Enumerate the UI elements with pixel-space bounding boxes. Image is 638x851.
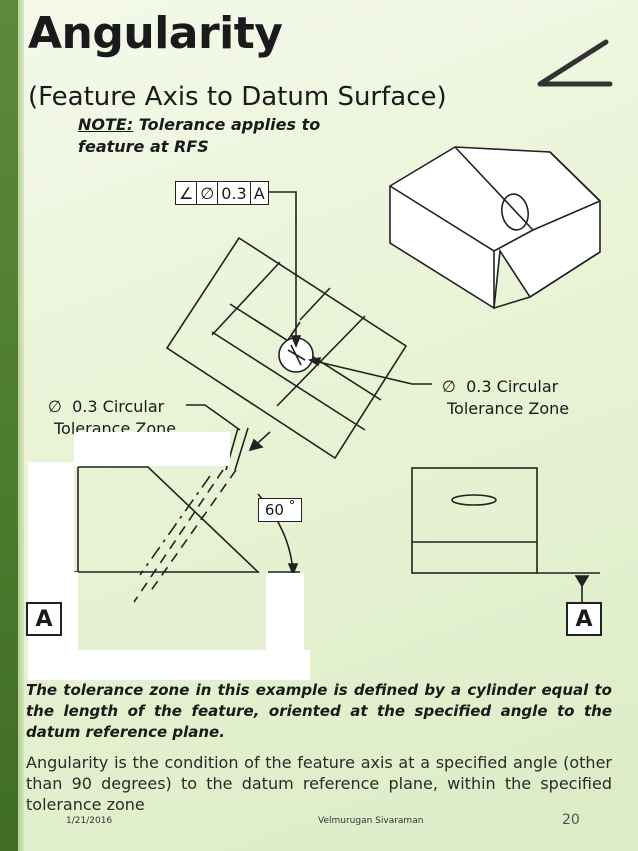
note-text: Tolerance applies to feature at RFS: [78, 115, 321, 156]
datum-label-left: A: [26, 602, 62, 636]
isometric-part: [389, 146, 601, 310]
front-view: [40, 427, 300, 603]
auxiliary-view: [165, 236, 408, 460]
white-mask: [266, 573, 304, 653]
white-mask: [74, 432, 230, 466]
caption: The tolerance zone in this example is de…: [26, 681, 612, 741]
left-zone-line1: 0.3 Circular: [72, 397, 165, 416]
angularity-symbol-icon: [537, 39, 613, 87]
diameter-icon: ∅: [197, 182, 219, 204]
slide-subtitle: (Feature Axis to Datum Surface): [28, 82, 447, 112]
angle-dimension: 60 °: [258, 498, 302, 522]
degree-unit: °: [288, 498, 296, 514]
note: NOTE: Tolerance applies to feature at RF…: [78, 114, 358, 158]
diameter-icon: ∅: [48, 397, 62, 416]
left-accent-bar: [0, 0, 18, 851]
page-number: 20: [562, 812, 580, 828]
right-zone-label: ∅ 0.3 Circular: [442, 377, 558, 396]
note-label: NOTE:: [78, 115, 134, 134]
datum-label-right: A: [566, 602, 602, 636]
feature-control-frame: ∠ ∅ 0.3 A: [175, 181, 269, 205]
white-mask: [28, 650, 310, 680]
footer-author: Velmurugan Sivaraman: [318, 816, 424, 826]
slide-title: Angularity: [28, 8, 283, 59]
left-accent-gradient: [18, 0, 24, 851]
body-text: Angularity is the condition of the featu…: [26, 753, 612, 814]
left-zone-label: ∅ 0.3 Circular: [48, 397, 164, 416]
footer-date: 1/21/2016: [66, 816, 113, 826]
right-zone-line2: Tolerance Zone: [447, 399, 570, 418]
fcf-tolerance: 0.3: [218, 182, 251, 204]
white-mask: [28, 462, 74, 572]
angle-value: 60: [264, 501, 284, 519]
right-zone-line1: 0.3 Circular: [466, 377, 559, 396]
fcf-datum: A: [253, 183, 265, 203]
diameter-icon: ∅: [442, 377, 456, 396]
angularity-fcf-icon: ∠: [176, 182, 198, 204]
side-view: [411, 467, 600, 574]
